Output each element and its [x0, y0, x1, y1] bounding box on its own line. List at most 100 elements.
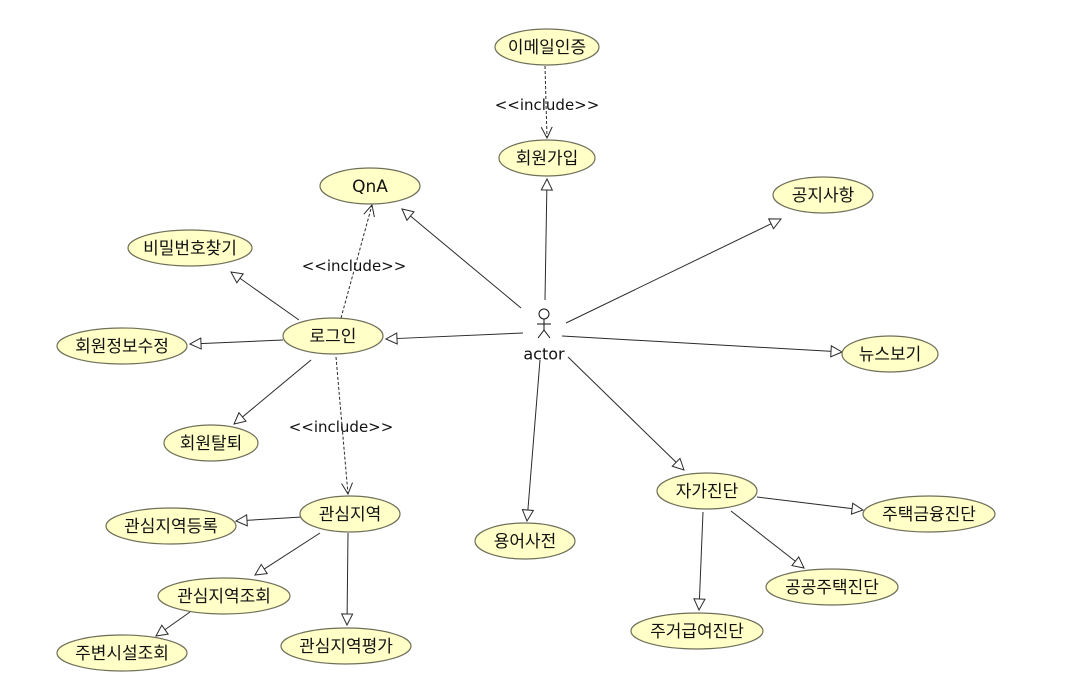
relation-line [527, 359, 541, 512]
use-case-queryint: 관심지역조회 [157, 577, 291, 615]
use-case-ellipse [656, 472, 758, 510]
relation-line [544, 188, 548, 301]
use-case-ellipse [282, 317, 384, 355]
use-case-label: 회원탈퇴 [180, 434, 243, 454]
arrowhead [234, 514, 248, 527]
use-case-ellipse [474, 522, 576, 560]
relation-line [241, 359, 312, 418]
arrowhead [671, 457, 685, 471]
use-case-news: 뉴스보기 [841, 335, 939, 373]
relation-line [409, 215, 522, 309]
use-case-notice: 공지사항 [772, 176, 874, 214]
use-case-label: 공공주택진단 [785, 578, 879, 598]
use-case-housingaid: 주거급여진단 [630, 612, 764, 650]
arrowhead [341, 482, 353, 496]
relation-line [335, 356, 349, 495]
relation-login-interest: <<include>> [289, 356, 394, 496]
relation-actor-news [561, 335, 844, 358]
use-case-label: 관심지역조회 [177, 587, 271, 607]
relation-queryint-nearby [155, 611, 191, 637]
arrowhead [230, 271, 245, 284]
use-case-email: 이메일인증 [494, 28, 600, 66]
use-case-findpw: 비밀번호찾기 [127, 229, 253, 267]
arrowhead [401, 208, 415, 222]
relation-line [561, 335, 833, 352]
use-case-editinfo: 회원정보수정 [56, 327, 188, 365]
use-case-ellipse [105, 507, 237, 545]
relation-actor-selfdiag [567, 356, 685, 471]
use-case-label: 비밀번호찾기 [143, 239, 237, 259]
use-case-ellipse [56, 634, 188, 672]
use-case-label: 용어사전 [494, 532, 557, 552]
actor-right-leg [543, 329, 551, 339]
relation-line [238, 277, 300, 321]
use-case-label: 회원정보수정 [75, 337, 169, 357]
use-case-login: 로그인 [282, 317, 384, 355]
include-label: <<include>> [495, 96, 600, 114]
use-case-ellipse [157, 577, 291, 615]
arrowhead [233, 411, 247, 425]
relation-line [340, 204, 373, 319]
relation-interest-evalint [340, 532, 354, 627]
use-case-label: 뉴스보기 [859, 345, 922, 365]
use-case-ellipse [765, 568, 899, 606]
arrowhead [363, 203, 375, 218]
relation-login-findpw [230, 271, 300, 321]
include-label: <<include>> [302, 257, 407, 275]
relation-line [544, 65, 548, 139]
use-case-label: 이메일인증 [508, 38, 586, 58]
relation-line [698, 511, 704, 601]
use-case-ellipse [299, 495, 401, 533]
use-case-ellipse [630, 612, 764, 650]
arrowhead [540, 177, 554, 191]
use-case-housefin: 주택금융진단 [862, 495, 996, 533]
relation-actor-notice [565, 218, 783, 324]
use-case-withdraw: 회원탈퇴 [163, 424, 259, 462]
relation-selfdiag-publichouse [730, 510, 805, 569]
actor: actor [523, 308, 565, 364]
use-case-label: 관심지역평가 [299, 637, 393, 657]
relation-selfdiag-housefin [756, 496, 865, 515]
use-case-label: 주거급여진단 [650, 622, 744, 642]
use-case-label: 주변시설조회 [75, 644, 169, 664]
arrowhead [254, 563, 269, 576]
use-case-ellipse [163, 424, 259, 462]
use-case-label: 주택금융진단 [882, 505, 976, 525]
arrowhead [791, 555, 805, 569]
relation-line [395, 332, 524, 340]
relation-line [730, 510, 797, 563]
use-case-ellipse [498, 139, 596, 177]
use-case-join: 회원가입 [498, 139, 596, 177]
arrowhead [830, 345, 844, 358]
arrowhead [693, 598, 706, 612]
use-case-label: 로그인 [310, 327, 357, 347]
use-case-publichouse: 공공주택진단 [765, 568, 899, 606]
include-label: <<include>> [289, 418, 394, 436]
arrowhead [767, 218, 783, 230]
relations-layer: <<include>> <<include>> <<include>> [155, 65, 865, 637]
use-case-label: 회원가입 [516, 149, 579, 169]
relation-line [565, 222, 773, 324]
arrowhead [540, 126, 553, 140]
arrowhead [340, 613, 354, 627]
relation-line [756, 496, 854, 510]
relation-line [199, 339, 284, 345]
use-case-interest: 관심지역 [299, 495, 401, 533]
use-case-selfdiag: 자가진단 [656, 472, 758, 510]
arrowhead [521, 509, 535, 523]
use-case-ellipse [319, 167, 421, 205]
use-case-label: 자가진단 [676, 482, 739, 502]
relation-actor-join [540, 177, 554, 301]
use-case-ellipse [772, 176, 874, 214]
use-case-evalint: 관심지역평가 [280, 627, 412, 665]
arrowhead [155, 624, 170, 637]
use-case-regint: 관심지역등록 [105, 507, 237, 545]
actor-label: actor [523, 345, 565, 364]
actor-left-leg [537, 329, 545, 339]
relation-login-editinfo [188, 337, 284, 350]
relation-line [567, 356, 678, 464]
relation-line [346, 532, 349, 616]
arrowhead [188, 337, 202, 350]
relation-login-withdraw [233, 359, 312, 425]
